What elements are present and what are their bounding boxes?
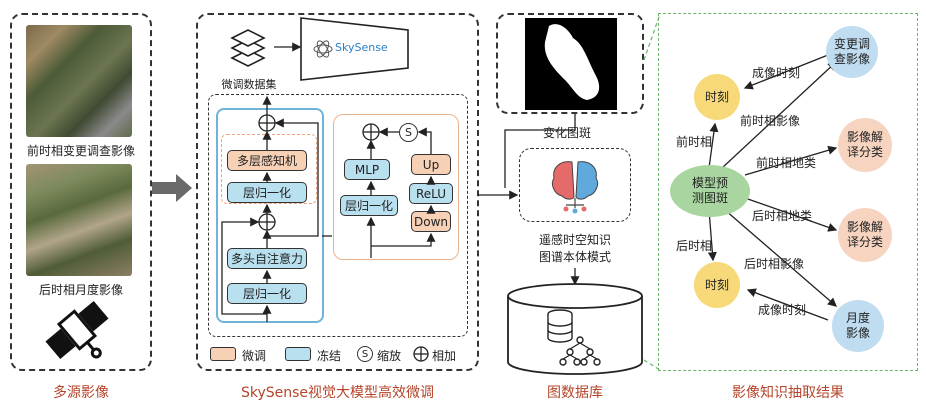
- change-patch-shape: [544, 24, 600, 100]
- post-image-label: 后时相月度影像: [38, 283, 123, 297]
- frozen-encoder-frame: [216, 108, 324, 323]
- change-patch-box: [496, 13, 644, 114]
- edge-label-post-class: 后时相地类: [752, 209, 813, 223]
- pre-change-satellite-image: [26, 25, 132, 137]
- edge-label-pre-phase: 前时相: [676, 135, 713, 149]
- center-node: 模型预 测图斑: [670, 165, 750, 217]
- edge-label-post-image: 后时相影像: [744, 257, 805, 271]
- edge-label-post-phase: 后时相: [676, 239, 713, 253]
- time-node-top: 时刻: [694, 74, 740, 120]
- interp-node-1: 影像解 译分类: [838, 118, 892, 172]
- layernorm-bottom-block: 层归一化: [227, 283, 307, 304]
- pre-image-label: 前时相变更调查影像: [26, 144, 135, 158]
- edge-label-pre-class: 前时相地类: [756, 156, 817, 170]
- skysense-panel: [196, 13, 479, 371]
- interp-node-2: 影像解 译分类: [838, 208, 892, 262]
- multi-source-panel: [10, 13, 152, 371]
- post-monthly-satellite-image: [26, 164, 132, 276]
- legend-add-label: 相加: [432, 349, 457, 363]
- edge-label-pre-image: 前时相影像: [740, 114, 801, 128]
- adapter-layernorm-block: 层归一化: [340, 195, 398, 216]
- time-node-bottom: 时刻: [694, 262, 740, 308]
- ontology-label: 遥感时空知识 图谱本体模式: [538, 233, 611, 264]
- legend-scale-icon: S: [357, 346, 373, 362]
- caption-graph-db: 图数据库: [547, 385, 603, 401]
- edge-label-acq-time-top: 成像时刻: [752, 66, 801, 80]
- scale-symbol: S: [399, 123, 418, 142]
- up-block: Up: [411, 154, 451, 175]
- caption-skysense: SkySense视觉大模型高效微调: [240, 385, 435, 401]
- caption-multi-source: 多源影像: [53, 385, 109, 401]
- knowledge-frame: [658, 13, 918, 371]
- layernorm-top-block: 层归一化: [227, 182, 307, 203]
- mlp-layer-block: 多层感知机: [227, 150, 307, 171]
- legend-frozen-swatch: [285, 347, 311, 361]
- ontology-box: [519, 148, 631, 222]
- legend-frozen-label: 冻结: [317, 349, 342, 363]
- satellite-icon: [45, 300, 109, 360]
- adapter-mlp-block: MLP: [344, 159, 390, 180]
- change-patch-mask: [525, 18, 617, 110]
- adapter-frame: [333, 114, 459, 260]
- caption-knowledge: 影像知识抽取结果: [732, 385, 844, 401]
- legend-scale-label: 缩放: [377, 349, 402, 363]
- attention-block: 多头自注意力: [227, 248, 307, 269]
- legend-finetune-swatch: [210, 347, 236, 361]
- dataset-label: 微调数据集: [221, 78, 277, 91]
- skysense-name: SkySense: [335, 41, 388, 54]
- change-image-node: 变更调 查影像: [826, 26, 878, 78]
- transformer-dashed-box: [208, 94, 468, 337]
- edge-label-acq-time-bottom: 成像时刻: [758, 303, 807, 317]
- monthly-image-node: 月度 影像: [832, 300, 884, 352]
- legend-finetune-label: 微调: [242, 349, 267, 363]
